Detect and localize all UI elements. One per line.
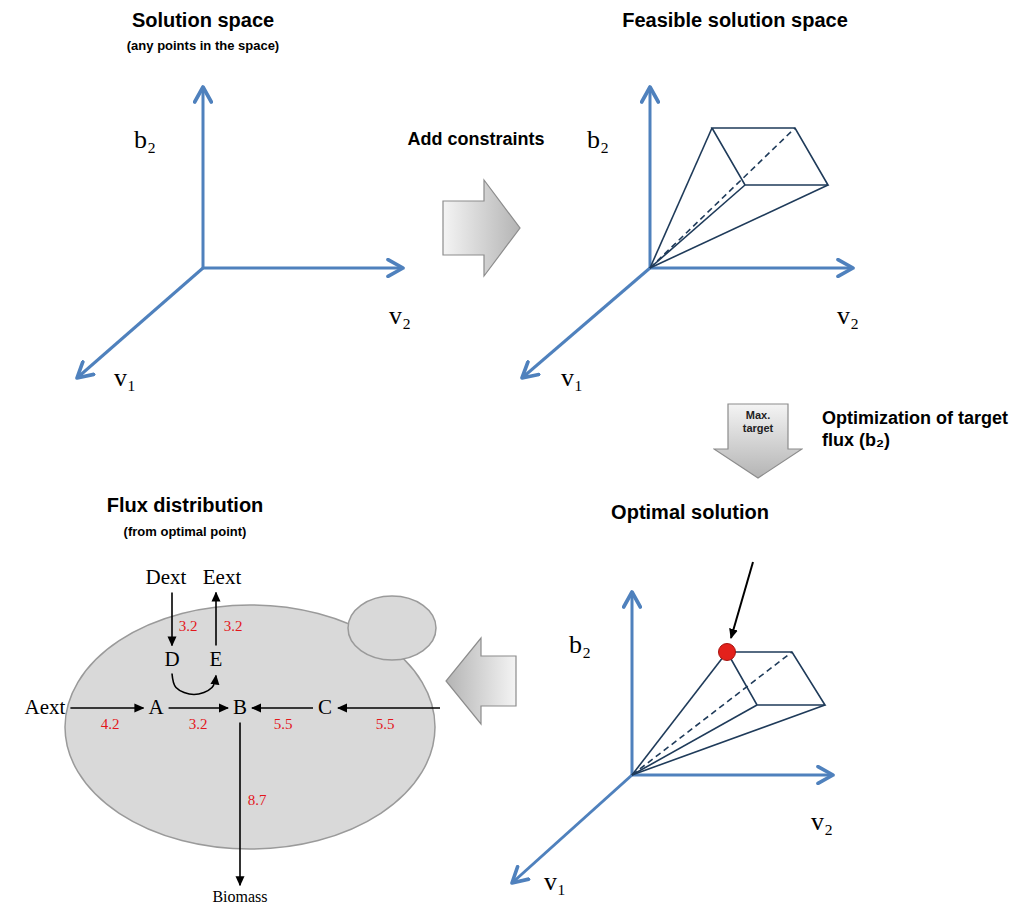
reaction-arrow [239, 723, 241, 886]
axis-line [522, 268, 650, 378]
metabolite: A [145, 695, 166, 720]
metabolite-name: D [161, 647, 182, 672]
flux-value: 8.7 [248, 791, 267, 809]
reaction-arrow [70, 707, 143, 709]
panel-subtitle: (from optimal point) [124, 524, 247, 540]
axis-label: b₂ [569, 629, 591, 660]
metabolite-name: E [207, 647, 226, 672]
reaction-arrow [215, 593, 217, 646]
cone-hidden-edge [650, 128, 795, 268]
cone-hidden-edge [632, 652, 792, 775]
feasible-cone [632, 652, 825, 775]
axis-label: v₂ [811, 806, 833, 837]
axis-line [202, 87, 205, 268]
flux-value: 3.2 [189, 715, 208, 733]
step-label: Optimization of target flux (b₂) [822, 408, 1016, 451]
reaction-arrow [169, 707, 228, 709]
cone-face [727, 652, 825, 705]
cone-edge [632, 705, 825, 775]
axis-label: b₂ [587, 124, 609, 155]
flux-value: 3.2 [224, 617, 243, 635]
axis-line [631, 592, 634, 775]
axis-line [650, 267, 853, 270]
metabolite-name: Dext [143, 565, 190, 590]
axis-line [512, 775, 632, 883]
metabolite: B [230, 695, 250, 720]
panel-subtitle: (any points in the space) [127, 38, 279, 54]
external-metabolite: Dext [143, 565, 190, 590]
metabolite-name: Eext [200, 565, 244, 590]
axis-label: v₂ [389, 300, 411, 331]
metabolite: E [207, 647, 226, 672]
cone-edge [650, 128, 712, 268]
step-arrow [446, 638, 516, 724]
arrow-shape [714, 404, 802, 478]
metabolite-name: Biomass [209, 887, 270, 907]
step-label: Add constraints [407, 129, 544, 151]
metabolite: D [161, 647, 182, 672]
cone-edge [650, 185, 745, 268]
panel-title: Solution space [132, 8, 274, 32]
metabolite-name: C [315, 695, 335, 720]
axis-label: v₂ [837, 300, 859, 331]
axis-line [203, 267, 403, 270]
axis-line [649, 87, 652, 268]
axis-label: v₁ [561, 362, 583, 393]
uptake-arrow [338, 707, 440, 709]
axes [512, 592, 833, 883]
axes [522, 87, 853, 378]
cell-bud [348, 596, 436, 660]
optimal-point [719, 644, 736, 661]
step-arrow [443, 180, 520, 276]
cone-edge [632, 705, 757, 775]
axis-label: v₁ [544, 866, 566, 897]
flux-value: 4.2 [101, 715, 120, 733]
biomass-sink: Biomass [209, 887, 270, 907]
cone-face [712, 128, 828, 185]
metabolite: C [315, 695, 335, 720]
panel-title: Optimal solution [611, 500, 769, 524]
arrow-label: Max. target [729, 409, 787, 435]
reaction-arrow [172, 674, 216, 695]
metabolite-name: A [145, 695, 166, 720]
cone-edge [650, 185, 828, 268]
panel-title: Flux distribution [107, 493, 264, 517]
reaction-arrow [171, 593, 173, 646]
axis-label: b₂ [134, 124, 156, 155]
axis-line [77, 268, 203, 378]
step-arrow: Max. target [713, 403, 803, 479]
metabolite-name: Aext [22, 695, 69, 720]
external-metabolite: Aext [22, 695, 69, 720]
axes [77, 87, 403, 378]
pointer-arrow [731, 562, 753, 638]
reaction-arrow [252, 707, 313, 709]
external-metabolite: Eext [200, 565, 244, 590]
metabolite-name: B [230, 695, 250, 720]
flux-value: 3.2 [179, 617, 198, 635]
axis-label: v₁ [114, 362, 136, 393]
panel-title: Feasible solution space [622, 8, 848, 32]
flux-value: 5.5 [376, 715, 395, 733]
axis-line [632, 774, 833, 777]
feasible-cone [650, 128, 828, 268]
flux-value: 5.5 [274, 715, 293, 733]
